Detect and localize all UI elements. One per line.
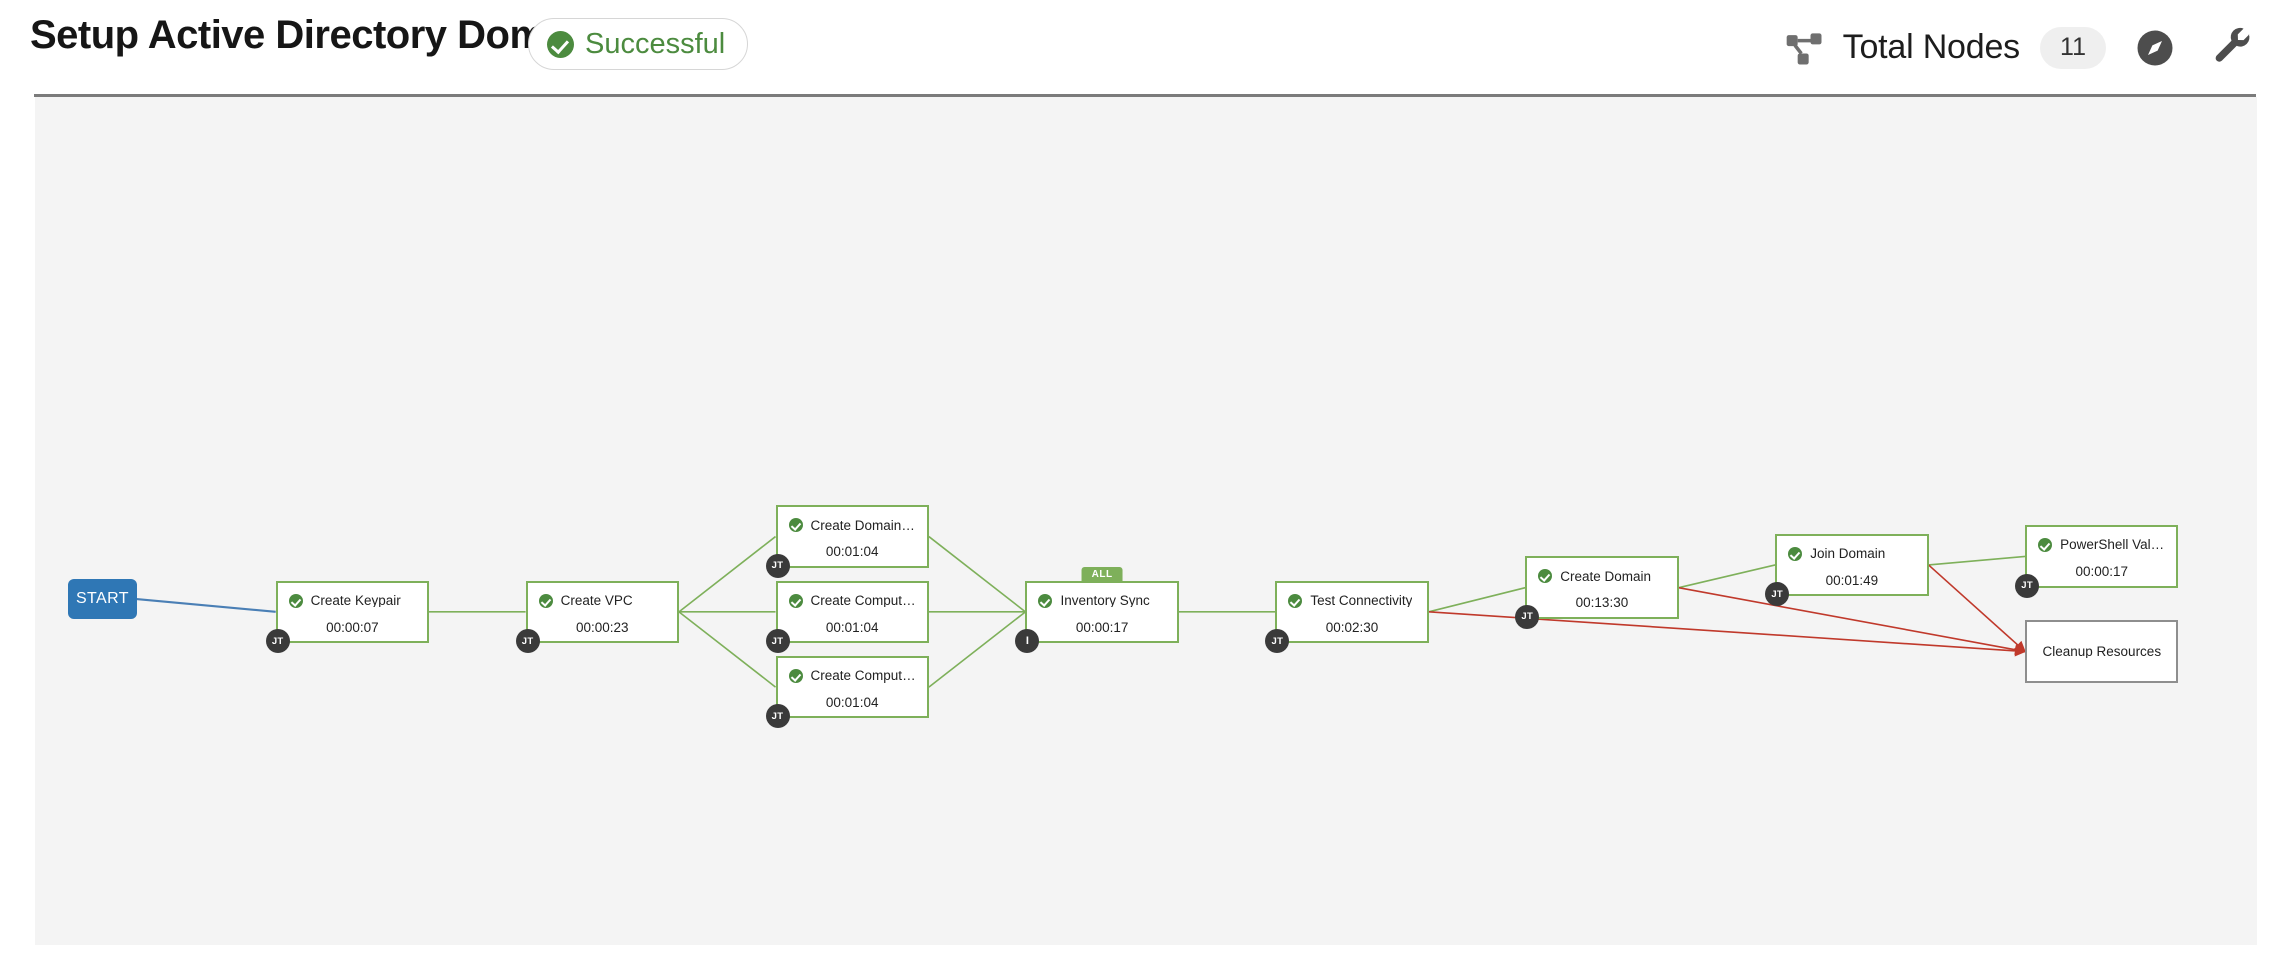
node-job-template-badge[interactable]: JT (265, 629, 290, 654)
edge-create-vpc-to-create-domain-contr (678, 535, 777, 613)
status-badge: Successful (528, 18, 749, 70)
node-elapsed-time: 00:00:17 (2075, 564, 2129, 580)
wrench-icon[interactable] (2210, 25, 2256, 71)
node-status-check-icon (2038, 538, 2053, 553)
edge-create-domain-to-cleanup-resources (1678, 586, 2027, 656)
start-node[interactable]: START (68, 579, 137, 619)
header-divider (34, 94, 2256, 97)
edge-create-computer-2-to-inventory-sync (928, 611, 1026, 688)
node-elapsed-time: 00:02:30 (1325, 619, 1379, 635)
node-elapsed-time: 00:01:04 (825, 694, 879, 710)
node-label: Create Domain (1560, 569, 1652, 584)
edge-join-domain-to-powershell-validation (1928, 555, 2026, 566)
total-nodes-label: Total Nodes (1842, 28, 2021, 66)
node-header: Inventory Sync (1027, 590, 1176, 612)
node-elapsed-time: 00:13:30 (1575, 595, 1629, 611)
node-status-check-icon (288, 593, 303, 608)
page-title: Setup Active Directory Domain (30, 13, 601, 57)
check-circle-icon (547, 30, 574, 58)
total-nodes-count-badge: 11 (2040, 26, 2106, 69)
node-label: Inventory Sync (1060, 593, 1150, 608)
node-job-template-badge[interactable]: JT (765, 553, 790, 578)
edge-test-connectivity-to-create-domain (1428, 586, 1526, 613)
workflow-edges (136, 535, 2027, 688)
total-nodes-group: Total Nodes 11 (1783, 26, 2106, 70)
node-job-template-badge[interactable]: JT (765, 629, 790, 654)
edge-create-vpc-to-create-computer-2 (678, 611, 777, 688)
node-header: Create Keypair (278, 590, 427, 612)
node-job-template-badge[interactable]: JT (515, 629, 540, 654)
node-status-check-icon (1038, 593, 1053, 608)
node-header: Test Connectivity (1277, 590, 1426, 612)
node-header: Create Computer (1) (778, 590, 927, 612)
node-header: Create Domain (1527, 565, 1676, 587)
node-status-check-icon (788, 668, 803, 683)
node-status-check-icon (1288, 593, 1303, 608)
node-job-template-badge[interactable]: JT (2015, 573, 2040, 598)
node-label: Test Connectivity (1310, 593, 1413, 608)
header-toolbar: Total Nodes 11 (1783, 0, 2256, 95)
node-job-template-badge[interactable]: JT (1515, 604, 1540, 629)
compass-icon[interactable] (2134, 27, 2176, 69)
node-job-template-badge[interactable]: JT (765, 704, 790, 729)
status-badge-label: Successful (585, 27, 726, 60)
edge-join-domain-to-cleanup-resources (1928, 564, 2026, 653)
node-status-check-icon (788, 593, 803, 608)
node-elapsed-time: 00:00:23 (575, 619, 629, 635)
node-elapsed-time: 00:01:04 (825, 619, 879, 635)
node-label: Create Domain Contr... (810, 518, 917, 533)
node-label: Create Computer (2) (810, 669, 917, 683)
node-elapsed-time: 00:00:07 (326, 619, 379, 635)
node-header: Cleanup Resources (2027, 641, 2176, 663)
edge-create-domain-to-join-domain (1678, 564, 1776, 589)
node-status-check-icon (1538, 569, 1553, 584)
node-label: Create Computer (1) (810, 593, 917, 608)
node-label: Create VPC (560, 593, 633, 608)
node-status-check-icon (1788, 546, 1803, 561)
edge-create-domain-contr-to-inventory-sync (928, 535, 1026, 613)
node-label: Create Keypair (310, 593, 401, 608)
sitemap-icon (1786, 32, 1822, 64)
node-elapsed-time: 00:01:49 (1825, 572, 1879, 588)
node-job-template-badge[interactable]: JT (1265, 629, 1290, 654)
node-elapsed-time: 00:01:04 (825, 544, 879, 560)
node-header: PowerShell Validation (2027, 534, 2176, 556)
edge-START-to-create-keypair (136, 597, 276, 613)
start-node-label: START (75, 590, 129, 608)
node-label: PowerShell Validation (2060, 538, 2166, 552)
node-elapsed-time: 00:00:17 (1075, 619, 1129, 635)
node-label: Join Domain (1810, 546, 1886, 561)
node-label: Cleanup Resources (2042, 644, 2162, 659)
node-header: Create Computer (2) (778, 665, 927, 687)
node-header: Create Domain Contr... (778, 514, 927, 536)
node-job-template-badge[interactable]: JT (1765, 582, 1790, 607)
workflow-node-cleanup-resources[interactable]: Cleanup Resources (2025, 620, 2179, 683)
node-header: Join Domain (1777, 543, 1926, 565)
page-header: Setup Active Directory Domain Successful… (0, 0, 2290, 97)
node-status-check-icon (538, 593, 553, 608)
node-scope-badge: ALL (1081, 566, 1123, 582)
node-status-check-icon (788, 518, 803, 533)
node-header: Create VPC (528, 590, 677, 612)
node-inventory-badge[interactable]: I (1015, 629, 1040, 654)
